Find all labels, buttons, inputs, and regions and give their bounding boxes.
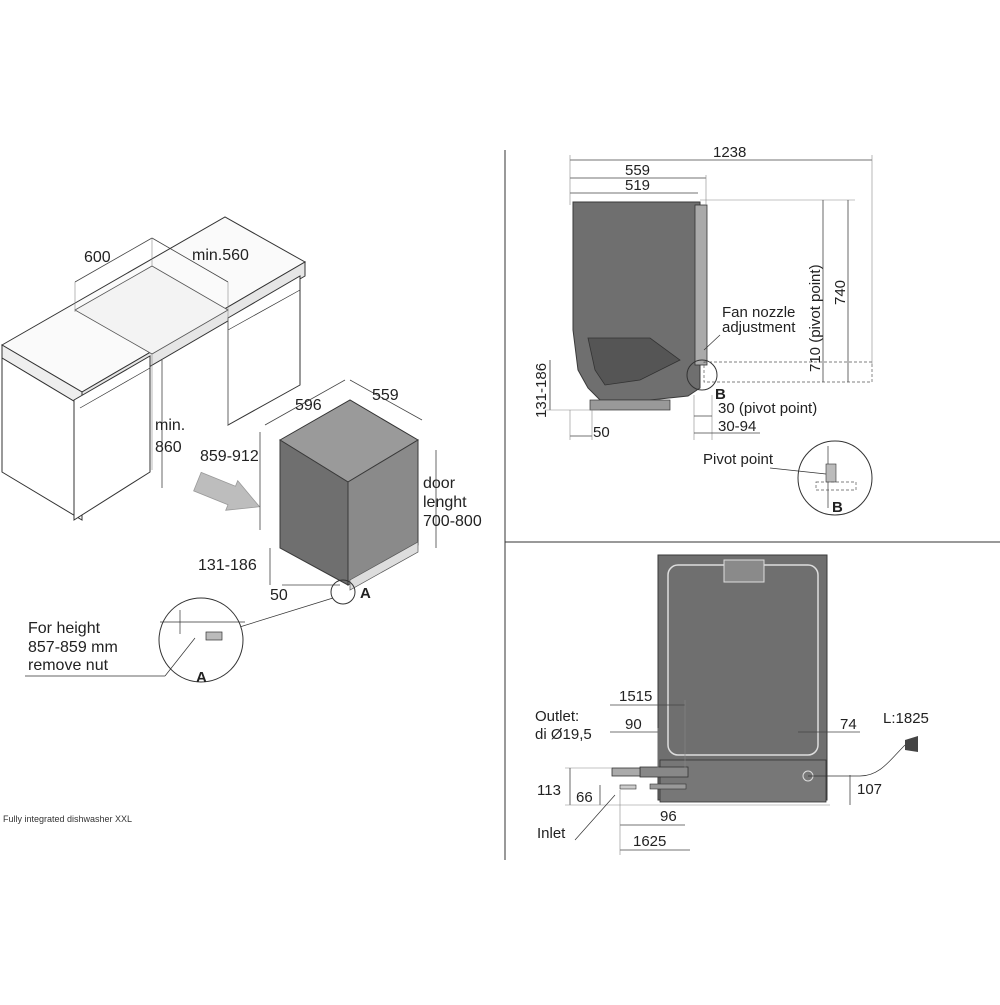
nut-note-line-2: 857-859 mm [28, 639, 118, 656]
plinth-depth-label: 50 [270, 587, 288, 604]
side-plinth-height-label: 131-186 [533, 363, 550, 418]
cable-length-label: L:1825 [883, 710, 929, 727]
dim-96-label: 96 [660, 808, 677, 825]
door-length-line-2: lenght [423, 494, 467, 511]
depth-label: 559 [625, 162, 650, 179]
detail-a-label: A [196, 669, 207, 686]
side-plinth-depth-label: 50 [593, 424, 610, 441]
door-length-label: door lenght 700-800 [423, 475, 482, 530]
left-cabinet-side [73, 355, 151, 521]
product-caption: Fully integrated dishwasher XXL [3, 814, 133, 824]
outlet-label-line-1: Outlet: [535, 708, 579, 725]
power-cable [808, 744, 906, 777]
nut-note-line-3: remove nut [28, 657, 109, 674]
rear-view: Outlet: di Ø19,5 1515 90 74 L:1825 113 6… [535, 554, 929, 855]
inlet-hose [649, 783, 687, 790]
side-view: 1238 559 519 710 (pivot point) 740 Fan n… [533, 144, 873, 516]
fan-note: Fan nozzle adjustment [722, 304, 800, 336]
appliance-depth-label: 559 [372, 387, 399, 404]
iso-view: 600 min.560 min. 860 596 559 859-912 doo… [1, 216, 482, 686]
dim-1515-label: 1515 [619, 688, 652, 705]
detail-a-marker-label: A [360, 585, 371, 602]
nut-note-line-1: For height [28, 620, 101, 637]
niche-height-line-1: min. [155, 417, 185, 434]
insertion-arrow-icon [193, 471, 261, 511]
niche-width-label: 600 [84, 249, 111, 266]
detail-a-marker [330, 579, 356, 605]
door-length-line-1: door [423, 475, 456, 492]
inner-depth-label: 519 [625, 177, 650, 194]
niche-height-label: min. 860 [155, 417, 190, 456]
appliance-height-label: 859-912 [200, 448, 259, 465]
dim-66-label: 66 [576, 789, 593, 806]
detail-b-label: B [832, 499, 843, 516]
outlet-label-line-2: di Ø19,5 [535, 726, 592, 743]
door-length-line-3: 700-800 [423, 513, 482, 530]
dim-107-label: 107 [857, 781, 882, 798]
dim-74-label: 74 [840, 716, 857, 733]
dim-113-label: 113 [537, 782, 561, 799]
pivot-offset-label: 30 (pivot point) [718, 400, 817, 417]
pivot-point-label: Pivot point [703, 451, 774, 468]
overall-depth-label: 1238 [713, 144, 746, 161]
door-open-outline [703, 361, 873, 383]
pivot-height-label: 710 (pivot point) [807, 264, 824, 372]
height-label: 740 [832, 280, 849, 305]
side-door [694, 204, 708, 366]
plug-icon [905, 736, 918, 752]
outlet-label: Outlet: di Ø19,5 [535, 708, 592, 743]
plinth-height-label: 131-186 [198, 557, 257, 574]
fan-note-line-2: adjustment [722, 319, 796, 336]
dim-1625-label: 1625 [633, 833, 666, 850]
niche-depth-label: min.560 [192, 247, 249, 264]
dim-90-label: 90 [625, 716, 642, 733]
niche-height-line-2: 860 [155, 439, 182, 456]
detail-b-marker-label: B [715, 386, 726, 403]
nut-note: For height 857-859 mm remove nut [28, 620, 122, 674]
appliance-width-label: 596 [295, 397, 322, 414]
rear-body [657, 554, 828, 801]
inlet-label: Inlet [537, 825, 566, 842]
detail-b-marker [686, 359, 718, 391]
left-cabinet-front [1, 357, 83, 521]
fan-note-line-1: Fan nozzle [722, 304, 795, 321]
outlet-hose [639, 766, 689, 778]
pivot-range-label: 30-94 [718, 418, 756, 435]
